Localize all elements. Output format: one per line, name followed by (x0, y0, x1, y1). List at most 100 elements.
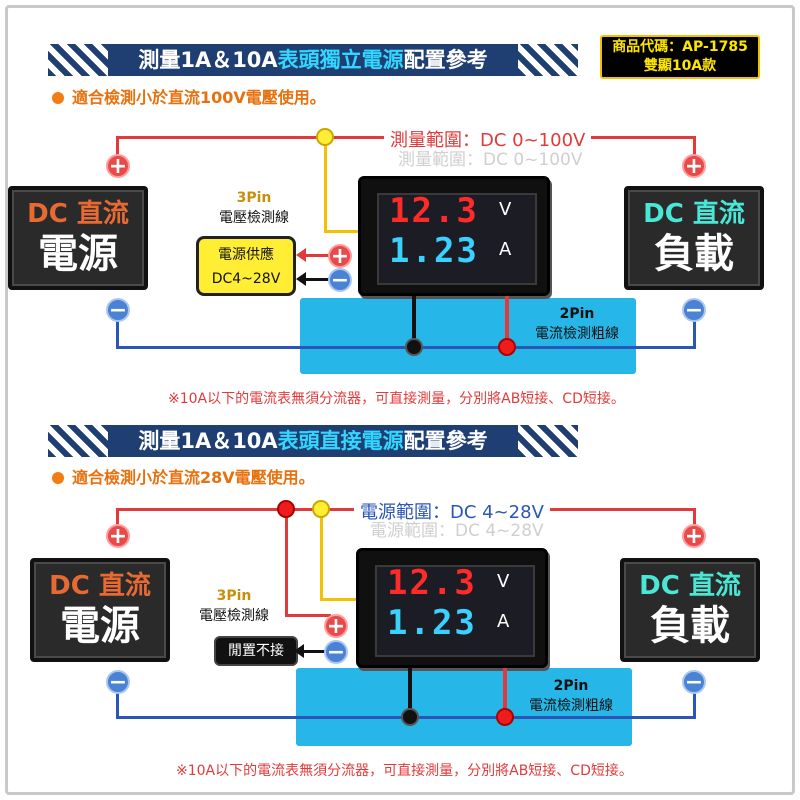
product-code: 商品代碼：AP-1785 (612, 39, 748, 55)
neg-drop-right (693, 690, 696, 718)
voltage-tap-terminal (316, 128, 334, 146)
pin3-label: 3Pin 電壓檢測線 (208, 188, 300, 228)
wire-drop-left (116, 136, 119, 166)
section1-title-pre: 測量1A＆10A (138, 48, 278, 72)
arrow-left-icon (294, 644, 304, 658)
voltage-unit: V (499, 199, 512, 220)
meter-screen (377, 193, 537, 285)
power-tap-terminal (277, 500, 295, 518)
voltage-reading: 12.3 (389, 191, 479, 231)
meter-plus-icon: + (328, 244, 352, 268)
load-minus-icon: − (682, 298, 706, 322)
banner-stripes-left (48, 425, 108, 457)
meter-plus-icon: + (324, 614, 348, 638)
section1-range-reflection: 測量範圍：DC 0~100V (398, 150, 583, 170)
section2-footnote: ※10A以下的電流表無須分流器，可直接測量，分別將AB短接、CD短接。 (176, 763, 633, 779)
current-terminal-b (498, 338, 516, 356)
current-panel (296, 668, 632, 746)
current-reading: 1.23 (387, 603, 477, 643)
meter-minus-icon: − (324, 640, 348, 664)
current-wire-black (412, 296, 416, 348)
wire-drop-right (693, 508, 696, 534)
dc-source-line2: 電源 (60, 603, 140, 649)
pin3-title: 3Pin (236, 190, 272, 206)
current-terminal-b (496, 708, 514, 726)
pin2-title: 2Pin (553, 678, 589, 694)
source-minus-icon: − (106, 670, 130, 694)
bullet-icon (52, 472, 64, 484)
current-panel (300, 298, 636, 374)
panel-meter: 12.3 1.23 V A (358, 176, 550, 296)
meter-minus-icon: − (328, 268, 352, 292)
dc-load-box: DC 直流 負載 (620, 558, 760, 662)
load-minus-icon: − (682, 670, 706, 694)
section1-title-highlight: 表頭獨立電源 (277, 48, 404, 72)
pin2-desc: 電流檢測粗線 (529, 698, 613, 714)
neg-drop-right (693, 316, 696, 348)
section2-title: 測量1A＆10A表頭直接電源配置參考 (108, 425, 518, 457)
pin3-title: 3Pin (216, 588, 252, 604)
dc-source-line2: 電源 (38, 231, 118, 277)
supply-plus-wire (302, 254, 330, 257)
pin2-label: 2Pin 電流檢測粗線 (522, 304, 632, 344)
voltage-sense-wire (320, 512, 323, 600)
power-supply-line1: 電源供應 (218, 247, 274, 263)
dc-load-line1: DC 直流 (643, 199, 745, 229)
section1-title-post: 配置參考 (403, 48, 488, 72)
dc-source-line1: DC 直流 (49, 571, 151, 601)
wire-drop-right (693, 136, 696, 166)
current-unit: A (499, 239, 512, 260)
source-plus-icon: + (106, 524, 130, 548)
pin3-desc: 電壓檢測線 (219, 210, 289, 226)
load-plus-icon: + (682, 154, 706, 178)
arrow-left-icon (296, 272, 306, 286)
current-reading: 1.23 (389, 231, 479, 271)
section2-range-label: 電源範圍：DC 4~28V (354, 498, 550, 524)
section1-range-label: 測量範圍：DC 0~100V (384, 126, 592, 152)
neg-drop-left (116, 316, 119, 348)
section1-footnote: ※10A以下的電流表無須分流器，可直接測量，分別將AB短接、CD短接。 (168, 391, 625, 407)
wire-drop-left (116, 508, 119, 534)
source-plus-icon: + (106, 154, 130, 178)
banner-stripes-left (48, 44, 108, 76)
idle-lead-wire (300, 650, 328, 653)
section1-banner: 測量1A＆10A表頭獨立電源配置參考 (48, 44, 578, 76)
dc-source-box: DC 直流 電源 (30, 558, 170, 662)
dc-source-line1: DC 直流 (27, 199, 129, 229)
dc-load-line1: DC 直流 (639, 571, 741, 601)
current-wire-red (505, 296, 509, 348)
load-plus-icon: + (682, 524, 706, 548)
supply-minus-wire (302, 278, 330, 281)
section2-banner: 測量1A＆10A表頭直接電源配置參考 (48, 425, 578, 457)
pin2-desc: 電流檢測粗線 (535, 326, 619, 342)
section2-range-reflection: 電源範圍：DC 4~28V (370, 521, 544, 541)
pin2-label: 2Pin 電流檢測粗線 (516, 676, 626, 716)
product-code-badge: 商品代碼：AP-1785 雙顯10A款 (600, 35, 760, 79)
section2-title-highlight: 表頭直接電源 (277, 429, 404, 453)
power-supply-line2: DC4~28V (211, 271, 281, 287)
source-minus-icon: − (106, 298, 130, 322)
panel-meter: 12.3 1.23 V A (356, 548, 548, 668)
current-terminal-a (401, 708, 419, 726)
section1-title: 測量1A＆10A表頭獨立電源配置參考 (108, 44, 518, 76)
current-terminal-a (405, 338, 423, 356)
product-variant: 雙顯10A款 (643, 58, 717, 74)
banner-stripes-right (518, 425, 578, 457)
pin2-title: 2Pin (559, 306, 595, 322)
neg-drop-left (116, 690, 119, 718)
section1-note: 適合檢測小於直流100V電壓使用。 (52, 84, 326, 108)
arrow-left-icon (296, 248, 306, 262)
image-frame (5, 5, 795, 795)
current-wire-black (408, 668, 412, 718)
voltage-sense-wire-h (320, 598, 364, 601)
pin3-desc: 電壓檢測線 (199, 608, 269, 624)
section2-note: 適合檢測小於直流28V電壓使用。 (52, 464, 315, 488)
voltage-sense-wire (324, 140, 327, 232)
dc-load-line2: 負載 (650, 603, 730, 649)
voltage-tap-terminal (312, 500, 330, 518)
section2-title-pre: 測量1A＆10A (138, 429, 278, 453)
voltage-reading: 12.3 (387, 563, 477, 603)
voltage-unit: V (497, 571, 510, 592)
current-wire-red (503, 668, 507, 718)
banner-stripes-right (518, 44, 578, 76)
